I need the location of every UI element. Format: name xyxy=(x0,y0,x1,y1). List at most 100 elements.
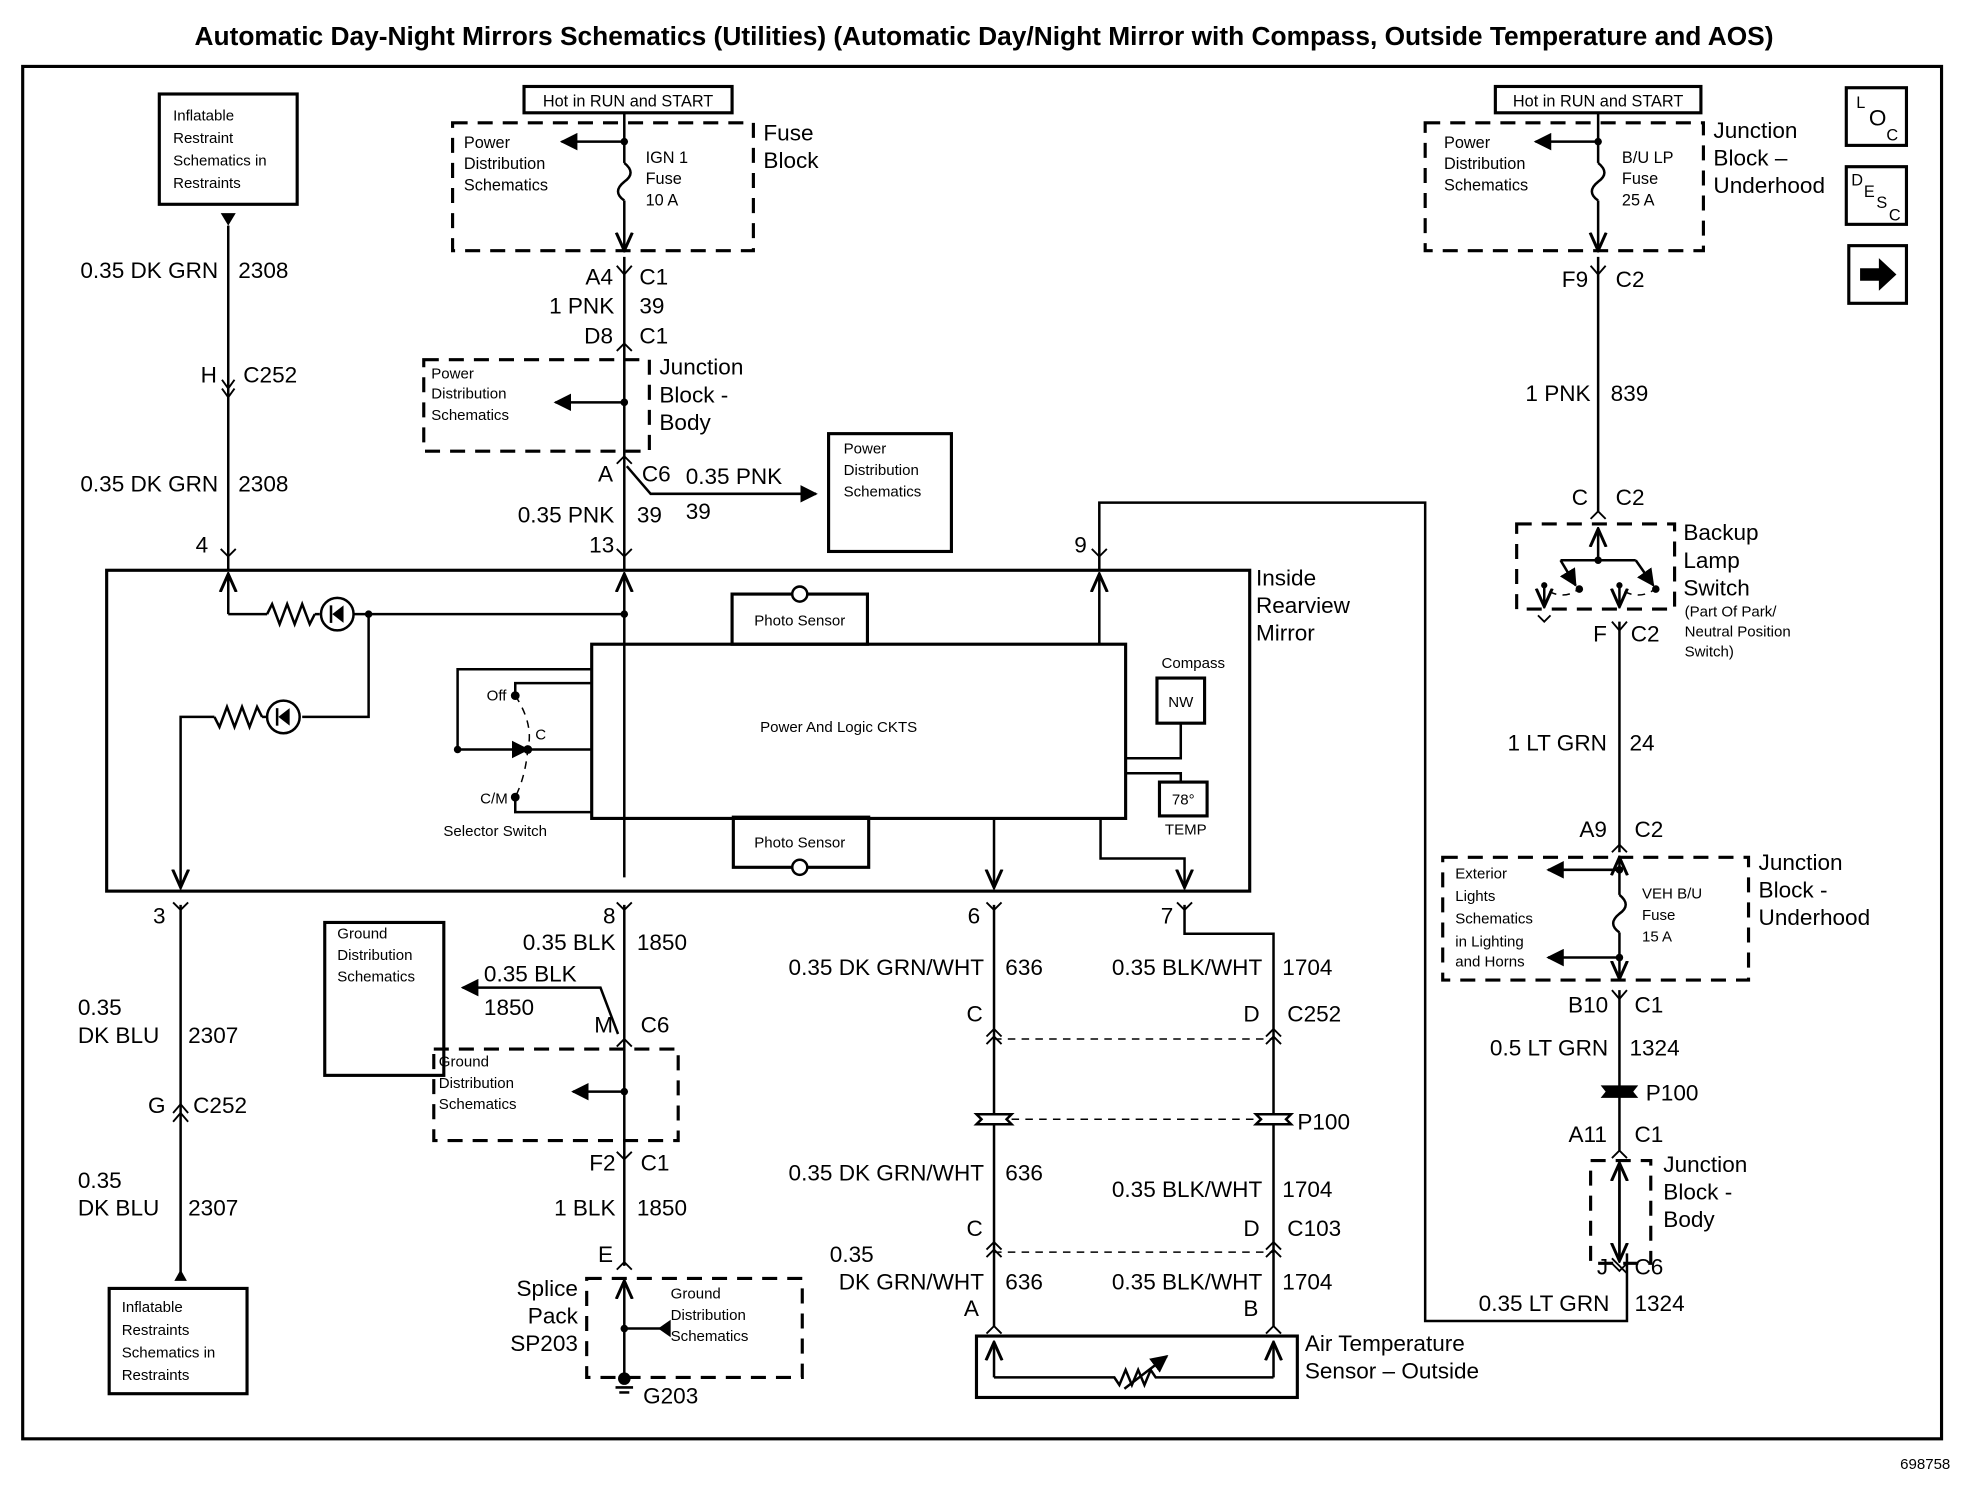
svg-text:Hot in RUN and START: Hot in RUN and START xyxy=(543,93,713,111)
pin-label: D8 xyxy=(584,323,613,348)
wire-circuit-label: 2307 xyxy=(188,1196,238,1221)
resistor-icon xyxy=(213,703,264,731)
svg-text:78°: 78° xyxy=(1172,792,1195,809)
junction-block-underhood-outline xyxy=(1423,121,1705,253)
junction-block-body-outline-2 xyxy=(1589,1159,1653,1265)
pin-label: C xyxy=(966,1001,982,1026)
wire-circuit-label: 24 xyxy=(1629,731,1654,756)
resistor-icon xyxy=(265,600,316,628)
pin-label: H xyxy=(201,362,217,387)
svg-text:O: O xyxy=(1869,105,1887,130)
mirror-pin-4: 4 xyxy=(196,533,209,558)
connector-label: C2 xyxy=(1631,622,1660,647)
wire-circuit-label: 1850 xyxy=(484,995,534,1020)
connector-label: C6 xyxy=(641,1013,670,1038)
mirror-pin-9: 9 xyxy=(1074,533,1087,558)
led-diode-icon xyxy=(265,699,301,735)
selector-switch-throw xyxy=(514,695,531,798)
svg-text:Photo Sensor: Photo Sensor xyxy=(754,612,845,629)
wire-circuit-label: 1324 xyxy=(1629,1035,1679,1060)
connector-label: C2 xyxy=(1616,267,1645,292)
fuse-icon xyxy=(1590,161,1606,202)
compass-display: NW xyxy=(1155,676,1207,725)
pin-label: F xyxy=(1593,622,1607,647)
wire-39-branch[interactable] xyxy=(625,465,818,503)
switch-off-label: Off xyxy=(487,688,508,705)
svg-text:D: D xyxy=(1851,171,1863,189)
wire-circuit-label: 636 xyxy=(1005,955,1043,980)
wire-gauge-label: 0.35 BLK/WHT xyxy=(1112,1270,1263,1295)
pin-label: A xyxy=(598,461,613,486)
wire-1324[interactable] xyxy=(1098,501,1629,1323)
wire-circuit-label: 1704 xyxy=(1282,1270,1332,1295)
wire-gauge-label: 0.35 BLK/WHT xyxy=(1112,1177,1263,1202)
wire-gauge-label: 0.35 BLK xyxy=(484,961,577,986)
svg-text:L: L xyxy=(1856,94,1865,112)
temp-label: TEMP xyxy=(1165,822,1207,839)
wire-1850-branch[interactable] xyxy=(460,978,620,1035)
wire-circuit-label: 1704 xyxy=(1282,1177,1332,1202)
switch-contact xyxy=(1559,559,1577,587)
connector-label: C2 xyxy=(1634,817,1663,842)
junction-block-body-outline xyxy=(422,358,651,453)
photo-sensor-bottom: Photo Sensor xyxy=(731,815,871,877)
junction-block-underhood-outline-2 xyxy=(1441,855,1751,982)
pin-label: B xyxy=(1243,1296,1258,1321)
mirror-pin-7: 7 xyxy=(1161,904,1174,929)
wire-1704[interactable] xyxy=(1183,904,1275,1327)
wire-gauge-label: 1 BLK xyxy=(554,1196,615,1221)
pin-label: A11 xyxy=(1568,1122,1606,1147)
diagram-frame xyxy=(21,64,1944,1441)
pin-label: C xyxy=(966,1216,982,1241)
fuse-icon xyxy=(1611,893,1627,934)
connector-label: C252 xyxy=(1287,1001,1341,1026)
pin-label: D xyxy=(1243,1216,1259,1241)
svg-text:C: C xyxy=(1889,207,1901,225)
hot-in-run-label-left: Hot in RUN and START xyxy=(522,84,734,115)
next-arrow-icon[interactable] xyxy=(1847,244,1909,305)
inside-rearview-mirror xyxy=(105,568,1252,893)
ground-icon xyxy=(615,1372,634,1394)
power-logic-label: Power And Logic CKTS xyxy=(760,719,917,736)
wire-circuit-label: 1704 xyxy=(1282,955,1332,980)
p100-label: P100 xyxy=(1297,1109,1350,1134)
pin-label: C xyxy=(1572,485,1588,510)
switch-contact xyxy=(1634,559,1655,587)
air-temperature-sensor xyxy=(974,1334,1299,1400)
location-icon[interactable]: LOC xyxy=(1844,86,1909,147)
led-diode-icon xyxy=(319,596,355,632)
figure-id: 698758 xyxy=(1900,1456,1950,1473)
wire-gauge-label: 0.35 DK GRN xyxy=(80,258,218,283)
pin-label: B10 xyxy=(1568,993,1608,1018)
wire-gauge-label: 0.35 PNK xyxy=(518,503,615,528)
p100-label: P100 xyxy=(1646,1080,1699,1105)
mirror-pin-8: 8 xyxy=(603,904,616,929)
wire-circuit-label: 39 xyxy=(637,503,662,528)
svg-text:Hot in RUN and START: Hot in RUN and START xyxy=(1513,93,1683,111)
mirror-pin-13: 13 xyxy=(589,533,614,558)
fuse-icon xyxy=(616,161,632,202)
switch-c-label: C xyxy=(535,726,546,743)
selector-switch-cm-contact[interactable] xyxy=(510,792,520,802)
fuse-block-outline xyxy=(451,121,755,253)
mirror-pin-3: 3 xyxy=(153,904,166,929)
wire-gauge-label: 0.35 PNK xyxy=(686,464,783,489)
wire-gauge-label: 1 PNK xyxy=(1525,381,1590,406)
pin-label: G xyxy=(148,1093,166,1118)
